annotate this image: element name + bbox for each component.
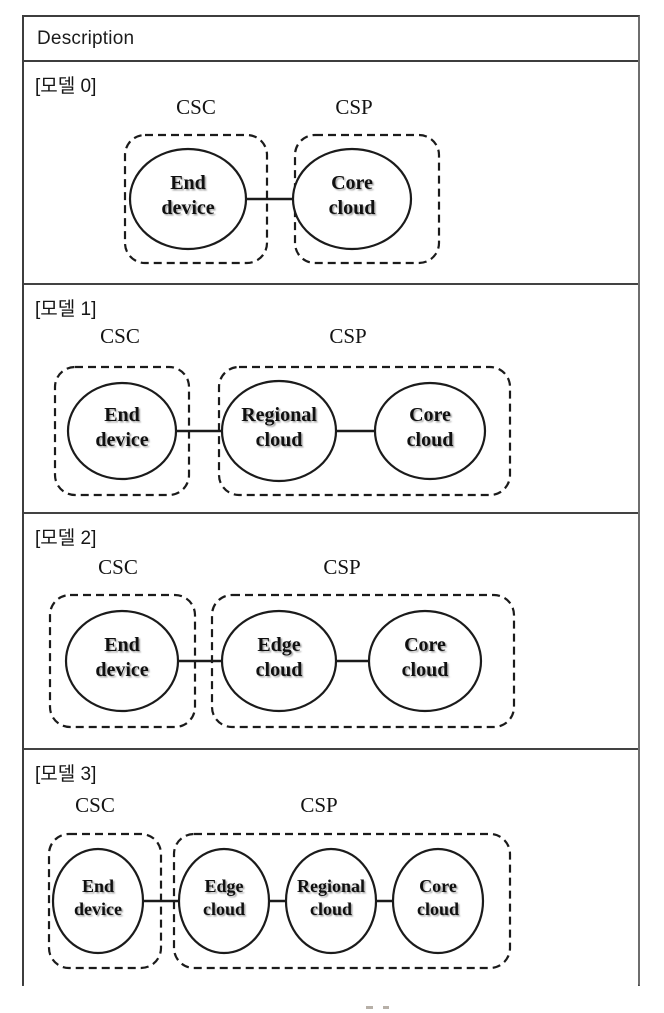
- model-diagram: CSC End device CSP Regional cloud Core cloud: [53, 324, 512, 497]
- node-label-line: Core: [409, 404, 451, 426]
- group-label-csp: CSP: [323, 555, 360, 579]
- node-label-line: Core: [419, 876, 457, 896]
- node-label-line: device: [161, 197, 214, 219]
- node-label-line: cloud: [256, 429, 303, 451]
- group-label-csc: CSC: [98, 555, 138, 579]
- node-label-line: device: [95, 659, 148, 681]
- node-label-line: cloud: [407, 429, 454, 451]
- model-diagram: CSC End device CSP Edge cloud Regional cloud Cor…: [47, 793, 512, 970]
- model-diagram: CSC End device CSP Core cloud: [123, 95, 441, 265]
- group-label-csp: CSP: [300, 793, 337, 817]
- node-label-line: cloud: [402, 659, 449, 681]
- node-label-line: cloud: [310, 899, 352, 919]
- model-label: [모델 0]: [35, 76, 97, 97]
- node-label-line: Regional: [297, 876, 365, 896]
- model-row: [모델 2]CSC End device CSP Edge cloud Core cloud: [24, 514, 638, 750]
- table-header-label: Description: [37, 27, 135, 49]
- model-row: [모델 1]CSC End device CSP Regional cloud Core cl…: [24, 285, 638, 514]
- group-label-csc: CSC: [100, 324, 140, 348]
- model-label: [모델 2]: [35, 528, 97, 549]
- node-label-line: Core: [331, 172, 373, 194]
- node-label-line: cloud: [417, 899, 459, 919]
- node-label-line: End: [170, 172, 206, 194]
- node-label-line: End: [104, 404, 140, 426]
- csp-group-box: [217, 365, 512, 497]
- cropped-caption-artifact: [366, 1006, 373, 1009]
- node-label-line: device: [74, 899, 122, 919]
- node-label-line: End: [82, 876, 114, 896]
- group-label-csp: CSP: [335, 95, 372, 119]
- node-label-line: Regional: [241, 404, 317, 426]
- node-label-line: End: [104, 634, 140, 656]
- node-label-line: Edge: [204, 876, 243, 896]
- group-label-csc: CSC: [75, 793, 115, 817]
- node-label-line: cloud: [203, 899, 245, 919]
- csc-group-box: [123, 133, 269, 265]
- model-row: [모델 3] CSC End device CSP Edge cloud Regional cl…: [24, 750, 638, 986]
- node-label-line: cloud: [329, 197, 376, 219]
- node-label-line: device: [95, 429, 148, 451]
- node-label-line: Core: [404, 634, 446, 656]
- group-label-csc: CSC: [176, 95, 216, 119]
- model-label: [모델 3]: [35, 764, 97, 785]
- group-label-csp: CSP: [329, 324, 366, 348]
- model-label: [모델 1]: [35, 299, 97, 320]
- model-row: [모델 0] CSC End device CSP Core cloud: [24, 62, 638, 285]
- cropped-caption-artifact: [383, 1006, 389, 1009]
- table-header-row: Description: [24, 17, 638, 62]
- node-label-line: cloud: [256, 659, 303, 681]
- model-diagram: CSC End device CSP Edge cloud Core cloud: [48, 555, 516, 729]
- node-label-line: Edge: [257, 634, 300, 656]
